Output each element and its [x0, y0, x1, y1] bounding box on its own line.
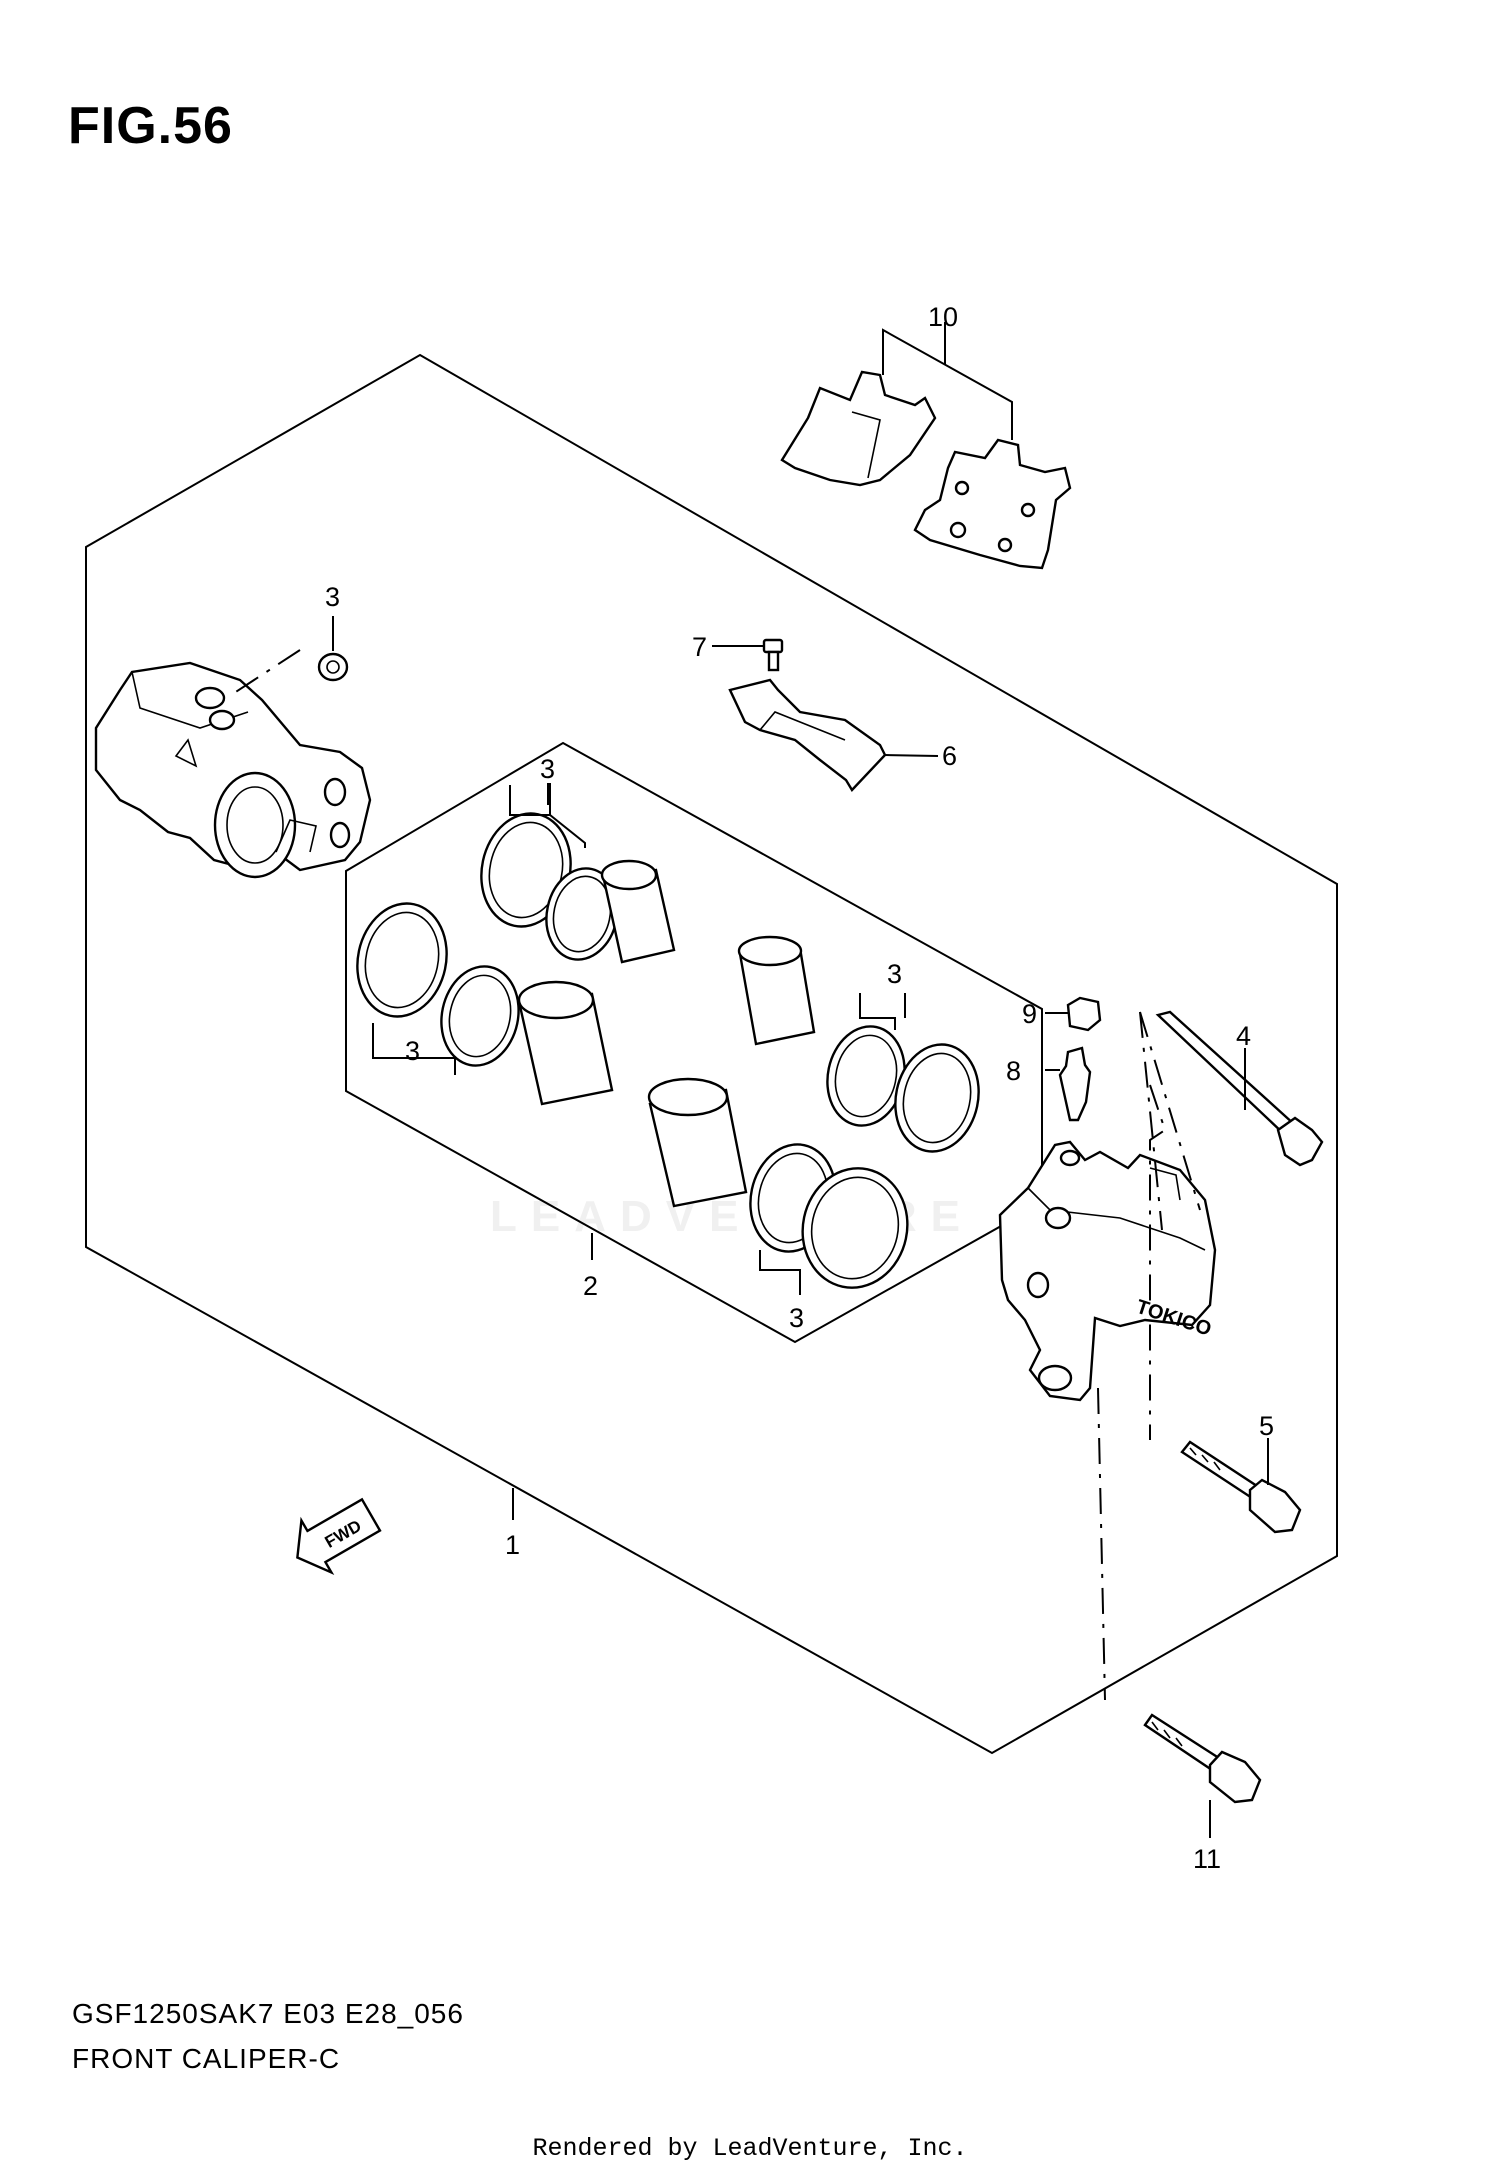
mounting-bolt-11 [1143, 1713, 1262, 1838]
callout-3-bottom: 3 [789, 1303, 804, 1333]
callout-11: 11 [1193, 1844, 1221, 1874]
callout-8: 8 [1006, 1056, 1021, 1086]
callout-10: 10 [928, 302, 958, 332]
slide-pin-4 [1155, 1010, 1324, 1167]
figure-title: FIG.56 [68, 97, 233, 155]
seal-kit-outline [345, 741, 1043, 1344]
callout-3-top: 3 [540, 754, 555, 784]
right-caliper-half: TOKICO [998, 1011, 1217, 1701]
callout-1: 1 [505, 1530, 520, 1560]
seal-rings [356, 812, 980, 1289]
pistons [517, 859, 816, 1208]
caliper-assembly-outline [85, 353, 1338, 1755]
left-caliper-half [94, 649, 372, 879]
model-code: GSF1250SAK7 E03 E28_056 [72, 1998, 464, 2029]
callout-9: 9 [1022, 999, 1037, 1029]
seal-brackets [372, 783, 906, 1295]
pad-spring-and-bolt [712, 638, 939, 792]
mounting-bolt-5 [1180, 1438, 1302, 1534]
callout-3-right: 3 [887, 959, 902, 989]
brake-pads [780, 322, 1072, 570]
callout-7: 7 [692, 632, 707, 662]
callout-3-left: 3 [405, 1036, 420, 1066]
figure-caption: FRONT CALIPER-C [72, 2043, 341, 2074]
fwd-arrow: FWD [296, 1497, 382, 1576]
callout-4: 4 [1236, 1021, 1251, 1051]
footer-credit: Rendered by LeadVenture, Inc. [532, 2134, 968, 2163]
callout-6: 6 [942, 741, 957, 771]
washer-3-left [317, 616, 349, 682]
callout-3-washer: 3 [325, 582, 340, 612]
callout-5: 5 [1259, 1411, 1274, 1441]
bleeder-and-cap [1045, 996, 1102, 1122]
callout-2: 2 [583, 1271, 598, 1301]
callout-labels: 1 2 3 3 3 3 3 4 5 6 7 8 9 10 11 [325, 302, 1274, 1874]
